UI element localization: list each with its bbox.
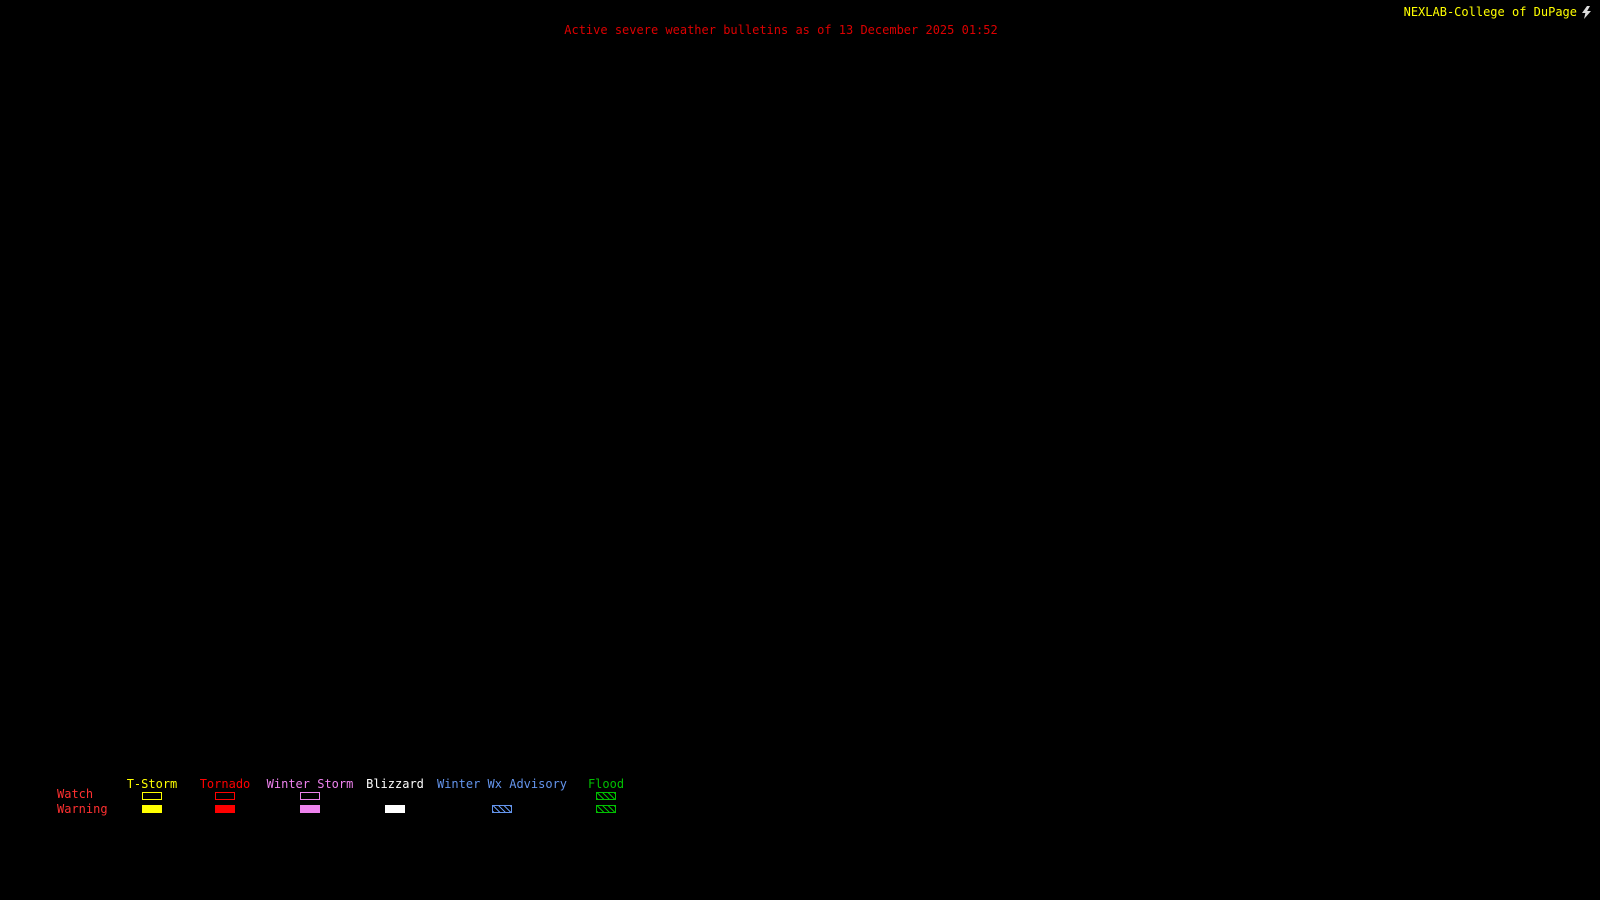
legend-column-label: T-Storm	[126, 777, 178, 791]
warning-swatch	[215, 805, 235, 813]
lightning-bolt-icon	[1581, 5, 1592, 19]
warning-swatch	[300, 805, 320, 813]
watch-swatch	[300, 792, 320, 800]
page-title: Active severe weather bulletins as of 13…	[564, 23, 998, 37]
legend-row-label-warning: Warning	[57, 802, 108, 816]
legend-column-label: Flood	[587, 777, 625, 791]
legend: Watch Warning T-Storm Tornado Winter Sto…	[0, 776, 720, 822]
brand-label: NEXLAB-College of DuPage	[1403, 5, 1577, 19]
legend-column-blizzard: Blizzard	[360, 776, 430, 822]
legend-column-label: Winter Storm	[266, 777, 354, 791]
legend-row-label-watch: Watch	[57, 787, 94, 801]
watch-swatch	[596, 792, 616, 800]
legend-column-flood: Flood	[570, 776, 642, 822]
legend-column-winter-storm: Winter Storm	[266, 776, 354, 822]
legend-column-tstorm: T-Storm	[117, 776, 187, 822]
brand: NEXLAB-College of DuPage	[1404, 5, 1592, 19]
legend-column-label: Blizzard	[366, 777, 424, 791]
watch-swatch	[142, 792, 162, 800]
warning-swatch	[492, 805, 512, 813]
legend-column-tornado: Tornado	[190, 776, 260, 822]
legend-column-winter-wx-advisory: Winter Wx Advisory	[436, 776, 568, 822]
warning-swatch	[142, 805, 162, 813]
warning-swatch	[596, 805, 616, 813]
watch-swatch	[215, 792, 235, 800]
legend-column-label: Winter Wx Advisory	[436, 777, 568, 791]
legend-column-label: Tornado	[199, 777, 251, 791]
warning-swatch	[385, 805, 405, 813]
